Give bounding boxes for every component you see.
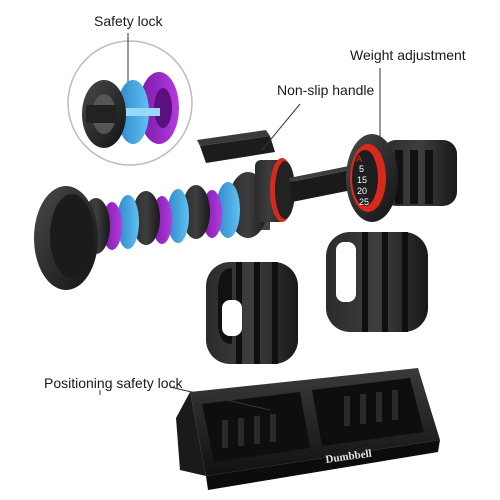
weight-adjustment-label: Weight adjustment [350, 47, 466, 63]
dial-number: 20 [357, 186, 367, 196]
handle-assembly [255, 158, 352, 222]
lock-block [197, 130, 275, 163]
weight-plate-image [206, 232, 428, 364]
safety-lock-label: Safety lock [94, 13, 163, 29]
leader-lines [99, 68, 381, 411]
positioning-safety-lock-label: Positioning safety lock [44, 375, 183, 391]
dumbbell-image: A 5 15 20 25 [346, 134, 457, 222]
non-slip-handle-label: Non-slip handle [277, 82, 375, 98]
dial-number: 25 [359, 197, 369, 207]
dial-marker: A [356, 154, 362, 164]
exploded-lock-inset-image [67, 33, 193, 166]
dial-number: 15 [357, 175, 367, 185]
exploded-plate-stack [34, 172, 270, 290]
dial-number: 5 [359, 164, 364, 174]
base-tray-image: Dumbbell [176, 368, 440, 490]
